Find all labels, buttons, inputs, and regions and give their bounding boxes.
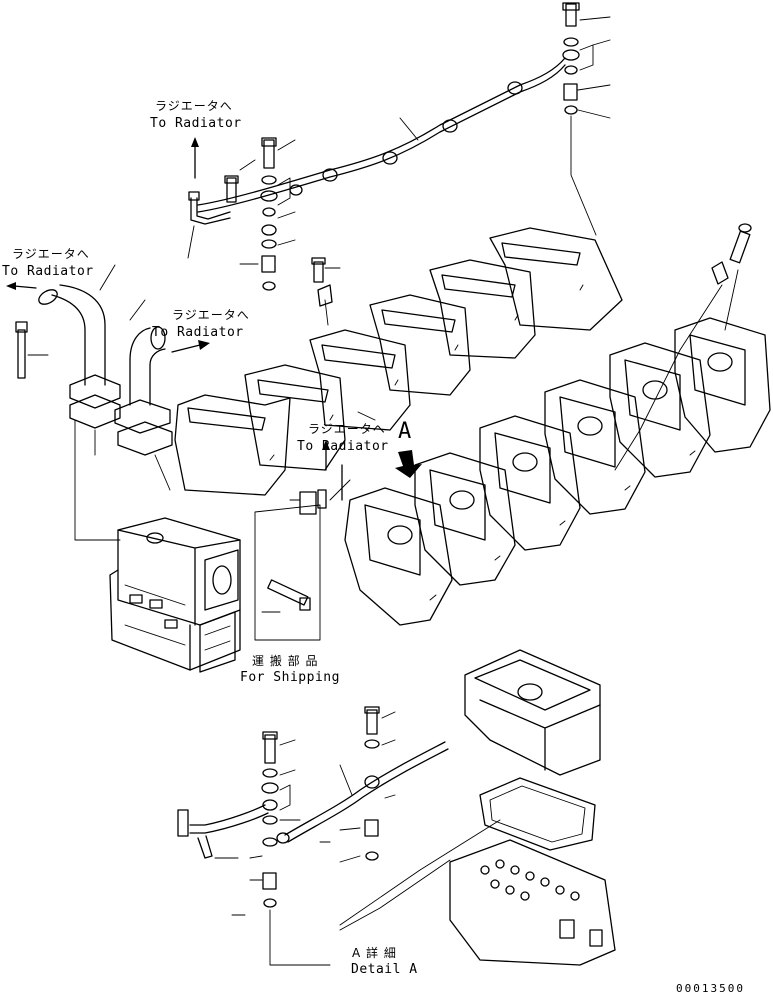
right-top-bolt	[614, 223, 752, 471]
radiator-left-label-jp: ラジエータへ	[12, 247, 90, 261]
mid-pipe-bracket	[311, 257, 341, 326]
detail-a-gasket	[479, 777, 596, 851]
radiator-top-label-jp: ラジエータへ	[155, 99, 233, 113]
elbow-outlet-left	[6, 264, 121, 541]
detail-a-cover	[464, 649, 601, 776]
shipping-label-jp: 運 搬 部 品	[252, 654, 319, 668]
detail-a-label-jp: A 詳 細	[352, 946, 397, 960]
top-right-bolt-stack	[562, 2, 611, 236]
radiator-lower-label-jp: ラジエータへ	[308, 422, 386, 436]
lower-head-row	[344, 317, 771, 626]
figure-number: 00013500	[676, 982, 745, 995]
detail-a-bolts	[214, 706, 501, 966]
engine-block	[109, 517, 241, 673]
detail-a-head	[449, 839, 616, 966]
detail-a-label-en: Detail A	[351, 962, 418, 977]
top-left-bolts	[224, 137, 296, 291]
shipping-label-en: For Shipping	[240, 670, 340, 685]
view-a-marker: A	[398, 419, 412, 444]
shipping-bracket	[254, 440, 351, 641]
upper-head-row	[174, 227, 623, 496]
detail-a-pipe	[177, 741, 449, 859]
radiator-lower-label-en: To Radiator	[297, 439, 389, 454]
to-radiator-lower-leader	[357, 411, 376, 421]
radiator-mid-label-en: To Radiator	[152, 325, 244, 340]
radiator-top-label-en: To Radiator	[150, 116, 242, 131]
radiator-feed-top	[187, 137, 231, 259]
elbow-outlet-middle	[114, 299, 210, 491]
view-a-arrow	[395, 450, 422, 478]
radiator-left-label-en: To Radiator	[2, 264, 94, 279]
top-pipe	[197, 57, 566, 213]
radiator-mid-label-jp: ラジエータへ	[172, 308, 250, 322]
